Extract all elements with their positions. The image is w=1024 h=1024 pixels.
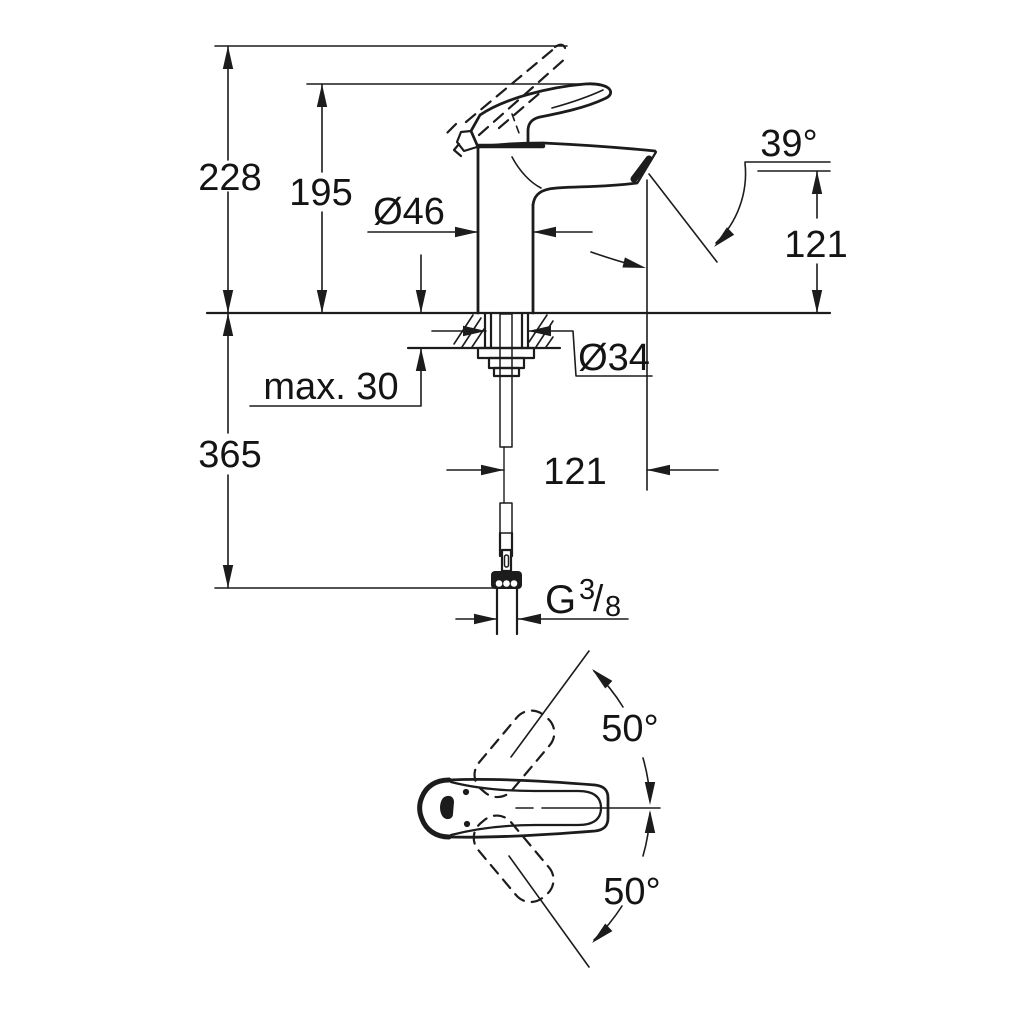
dimension-handle-height: 195 — [289, 83, 353, 314]
top-view-handle — [417, 777, 661, 840]
dimension-spout-height: 121 — [784, 170, 848, 314]
dim-228-label: 228 — [198, 157, 261, 199]
dimension-deck-thickness: max. 30 — [249, 254, 427, 408]
handle-lever-outline — [452, 82, 613, 158]
flow-direction-arrow — [590, 251, 648, 274]
dimension-spout-reach: 121 — [446, 451, 719, 493]
dim-365-label: 365 — [198, 434, 261, 476]
dim-50deg-upper-label: 50° — [601, 708, 658, 750]
countertop-section — [205, 311, 832, 350]
dimension-thread-size: G 3 / 8 — [455, 574, 629, 625]
dim-50deg-lower-label: 50° — [603, 871, 660, 913]
mounting-shank-and-hose — [476, 313, 536, 636]
dimension-swivel-upper: 50° — [588, 665, 659, 805]
thread-denominator-label: 8 — [605, 591, 621, 623]
dimension-total-height: 228 — [198, 45, 262, 314]
dimension-hole-diameter: Ø34 — [431, 325, 653, 379]
dim-121-reach-label: 121 — [543, 451, 606, 493]
dimension-body-diameter: Ø46 — [367, 191, 593, 238]
top-view-handle-swivel-dashed — [472, 650, 590, 968]
dimension-swivel-lower: 50° — [588, 810, 661, 947]
thread-numerator-label: 3 — [579, 574, 595, 606]
thread-prefix-label: G — [545, 578, 576, 622]
dimension-spray-angle: 39° — [648, 123, 818, 263]
dim-121-height-label: 121 — [784, 224, 847, 266]
extension-lines — [214, 45, 831, 589]
thread-slash-label: / — [593, 578, 604, 619]
dim-39deg-label: 39° — [760, 123, 817, 165]
handle-logo-spot — [440, 795, 454, 820]
dim-dia46-label: Ø46 — [373, 191, 445, 233]
dim-max30-label: max. 30 — [263, 366, 398, 408]
dim-dia34-label: Ø34 — [578, 337, 650, 379]
dim-195-label: 195 — [289, 172, 352, 214]
dimension-hose-length: 365 — [198, 312, 262, 589]
